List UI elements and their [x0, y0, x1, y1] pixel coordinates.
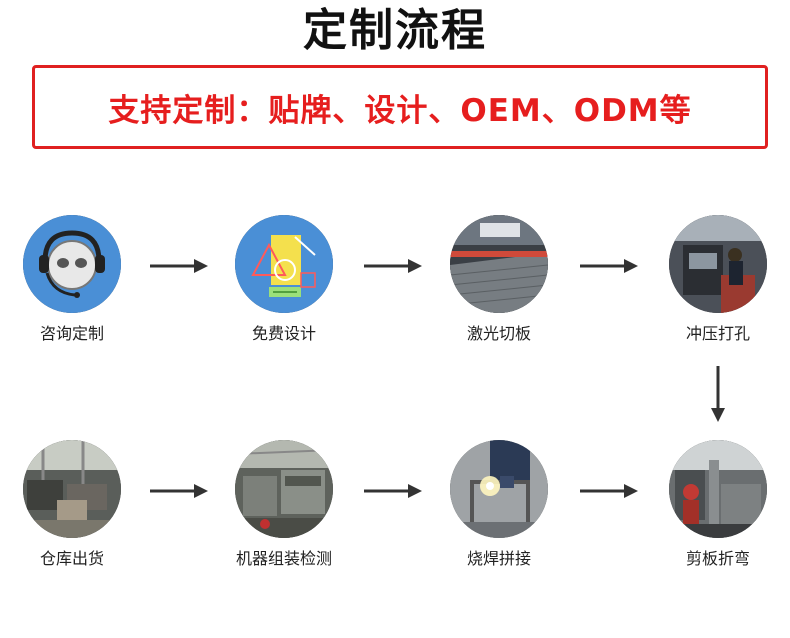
- arrow-right-icon: [364, 259, 422, 273]
- step-label: 冲压打孔: [685, 324, 750, 343]
- machine-assembly-photo: [235, 440, 333, 538]
- customization-banner: 支持定制：贴牌、设计、OEM、ODM等: [32, 65, 768, 149]
- step-label: 机器组装检测: [235, 549, 332, 568]
- arrow-right-icon: [580, 259, 638, 273]
- step-assembly: 机器组装检测: [214, 440, 354, 570]
- customer-service-headset-icon: [23, 215, 121, 313]
- shearing-bending-photo: [669, 440, 767, 538]
- step-shearing: 剪板折弯: [648, 440, 788, 570]
- step-design: 免费设计: [214, 215, 354, 345]
- step-label: 仓库出货: [39, 549, 104, 568]
- step-label: 激光切板: [466, 324, 531, 343]
- step-laser-cutting: 激光切板: [429, 215, 569, 345]
- arrow-right-icon: [150, 259, 208, 273]
- step-label: 免费设计: [251, 324, 316, 343]
- step-warehouse: 仓库出货: [2, 440, 142, 570]
- page-title: 定制流程: [303, 5, 487, 56]
- arrow-right-icon: [364, 484, 422, 498]
- warehouse-shipping-photo: [23, 440, 121, 538]
- arrow-down-icon: [711, 366, 725, 422]
- step-stamping: 冲压打孔: [648, 215, 788, 345]
- step-label: 烧焊拼接: [466, 549, 531, 568]
- step-consult: 咨询定制: [2, 215, 142, 345]
- arrow-right-icon: [580, 484, 638, 498]
- design-drafting-icon: [235, 215, 333, 313]
- step-label: 剪板折弯: [685, 549, 750, 568]
- arrow-right-icon: [150, 484, 208, 498]
- welding-photo: [450, 440, 548, 538]
- step-label: 咨询定制: [39, 324, 104, 343]
- laser-cutting-photo: [450, 215, 548, 313]
- banner-text: 支持定制：贴牌、设计、OEM、ODM等: [108, 92, 692, 129]
- stamping-punching-photo: [669, 215, 767, 313]
- step-welding: 烧焊拼接: [429, 440, 569, 570]
